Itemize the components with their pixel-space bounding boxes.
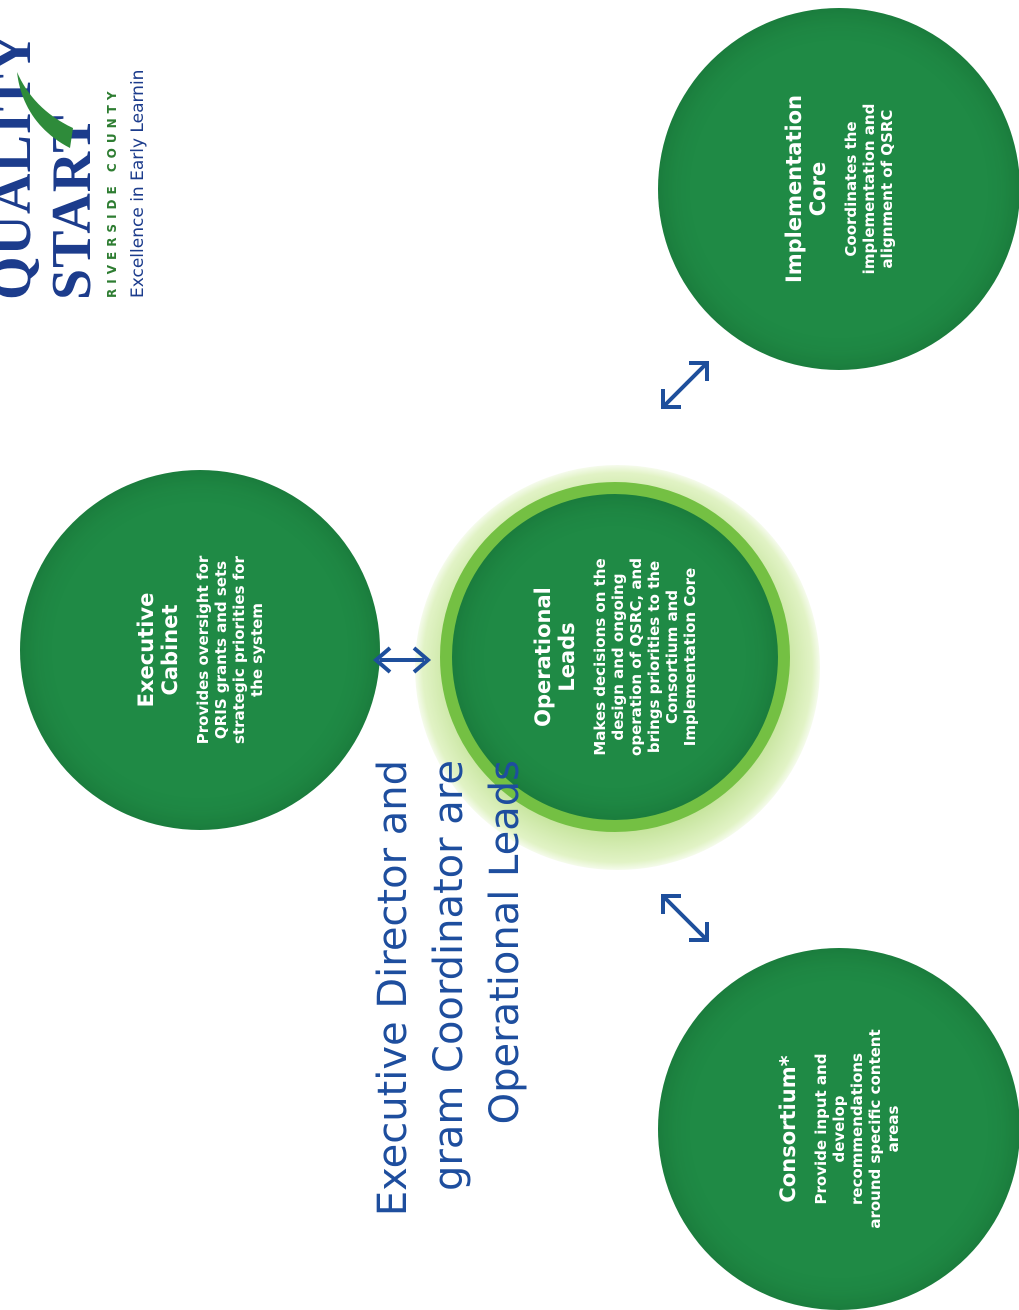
node-description: Provides oversight for QRIS grants and s… — [194, 555, 266, 745]
double-arrow-icon — [372, 646, 432, 674]
logo-swoosh-icon — [17, 72, 73, 148]
node-description: Coordinates the implementation and align… — [842, 103, 896, 275]
operational-leads-note: Executive Director and gram Coordinator … — [370, 760, 528, 1217]
node-consortium: Consortium* Provide input and develop re… — [658, 948, 1019, 1310]
arrow-ops-cons — [655, 888, 715, 948]
arrow-ops-impl — [655, 355, 715, 415]
node-executive-cabinet: Executive Cabinet Provides oversight for… — [20, 470, 380, 830]
quality-start-logo: QUALITY START RIVERSIDE COUNTY Excellenc… — [0, 0, 180, 300]
logo-county-text: RIVERSIDE COUNTY — [105, 86, 119, 298]
node-title: Executive Cabinet — [134, 592, 182, 708]
node-implementation-core: Implementation Core Coordinates the impl… — [658, 8, 1019, 370]
node-title: Operational Leads — [531, 587, 579, 727]
node-description: Provide input and develop recommendation… — [812, 1029, 902, 1229]
arrow-exec-ops — [372, 642, 432, 678]
node-description: Makes decisions on the design and ongoin… — [591, 558, 699, 756]
logo-tagline: Excellence in Early Learnin — [128, 69, 148, 298]
node-title: Implementation Core — [782, 94, 830, 284]
double-arrow-icon — [661, 361, 709, 409]
node-title: Consortium* — [776, 1055, 800, 1203]
double-arrow-icon — [661, 894, 709, 942]
